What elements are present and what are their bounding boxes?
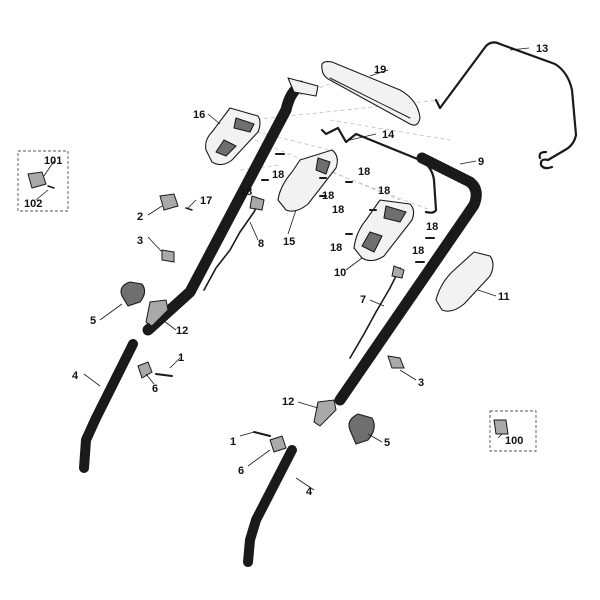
part-15-center-housing bbox=[277, 149, 338, 212]
part-4-right-lower-tube bbox=[243, 445, 297, 567]
part-10-right-housing bbox=[353, 199, 415, 262]
part-11-right-cover bbox=[435, 251, 494, 312]
callout-3-left: 3 bbox=[137, 235, 143, 247]
part-8-cable bbox=[203, 195, 265, 291]
callout-1-left: 1 bbox=[178, 352, 184, 364]
callout-12-right: 12 bbox=[282, 396, 294, 408]
part-9-right-upper-handle bbox=[334, 152, 482, 406]
part-5-right-lever bbox=[348, 413, 375, 445]
part-13-upper-bail bbox=[434, 41, 578, 170]
callout-6-left: 6 bbox=[152, 383, 158, 395]
part-2-knob bbox=[159, 193, 179, 211]
callout-18-h: 18 bbox=[330, 242, 342, 254]
callout-5-right: 5 bbox=[384, 437, 390, 449]
callout-12-left: 12 bbox=[176, 325, 188, 337]
part-7-cable bbox=[349, 265, 405, 359]
part-14-lower-bail bbox=[320, 126, 438, 214]
callout-15: 15 bbox=[283, 236, 295, 248]
screws-18 bbox=[261, 153, 435, 263]
callout-13: 13 bbox=[536, 43, 548, 55]
callout-19: 19 bbox=[374, 64, 386, 76]
callout-18-g: 18 bbox=[426, 221, 438, 233]
callout-18-d: 18 bbox=[378, 185, 390, 197]
callout-11: 11 bbox=[498, 291, 510, 303]
callout-4-left: 4 bbox=[72, 370, 79, 382]
callout-18-f: 18 bbox=[332, 204, 344, 216]
callout-100: 100 bbox=[505, 435, 523, 447]
callout-8: 8 bbox=[258, 238, 264, 250]
part-1-left-bolt bbox=[155, 373, 173, 377]
callout-101: 101 bbox=[44, 155, 62, 167]
part-4-left-lower-tube bbox=[79, 339, 138, 473]
callout-labels: 13 19 14 9 16 18 18 18 18 18 18 18 18 18… bbox=[24, 43, 548, 498]
part-3-left-bushing bbox=[161, 249, 175, 263]
part-left-upper-handle bbox=[142, 77, 319, 336]
callout-14: 14 bbox=[382, 129, 395, 141]
callout-5-left: 5 bbox=[90, 315, 96, 327]
callout-18-a: 18 bbox=[272, 169, 284, 181]
callout-10: 10 bbox=[334, 267, 346, 279]
inset-box-101-102 bbox=[17, 150, 69, 212]
callout-2: 2 bbox=[137, 211, 143, 223]
inset-box-100 bbox=[489, 410, 537, 452]
part-12-right-clip bbox=[313, 399, 337, 427]
callout-18-b: 18 bbox=[240, 186, 252, 198]
leader-lines bbox=[35, 47, 530, 491]
part-19-top-cover bbox=[321, 61, 421, 126]
part-5-left-lever bbox=[120, 281, 146, 307]
part-17-pin bbox=[185, 207, 193, 211]
callout-17: 17 bbox=[200, 195, 212, 207]
callout-3-right: 3 bbox=[418, 377, 424, 389]
callout-7: 7 bbox=[360, 294, 366, 306]
part-1-right-bolt bbox=[253, 431, 271, 437]
callout-18-i: 18 bbox=[412, 245, 424, 257]
callout-18-c: 18 bbox=[358, 166, 370, 178]
callout-16: 16 bbox=[193, 109, 205, 121]
part-6-right-bracket bbox=[269, 435, 287, 453]
callout-9: 9 bbox=[478, 156, 484, 168]
part-6-left-bracket bbox=[137, 361, 153, 379]
callout-18-e: 18 bbox=[322, 190, 334, 202]
part-3-right-bushing bbox=[387, 355, 405, 369]
callout-1-right: 1 bbox=[230, 436, 236, 448]
callout-4-right: 4 bbox=[306, 486, 313, 498]
callout-102: 102 bbox=[24, 198, 42, 210]
callout-6-right: 6 bbox=[238, 465, 244, 477]
part-16-left-housing bbox=[205, 107, 261, 166]
